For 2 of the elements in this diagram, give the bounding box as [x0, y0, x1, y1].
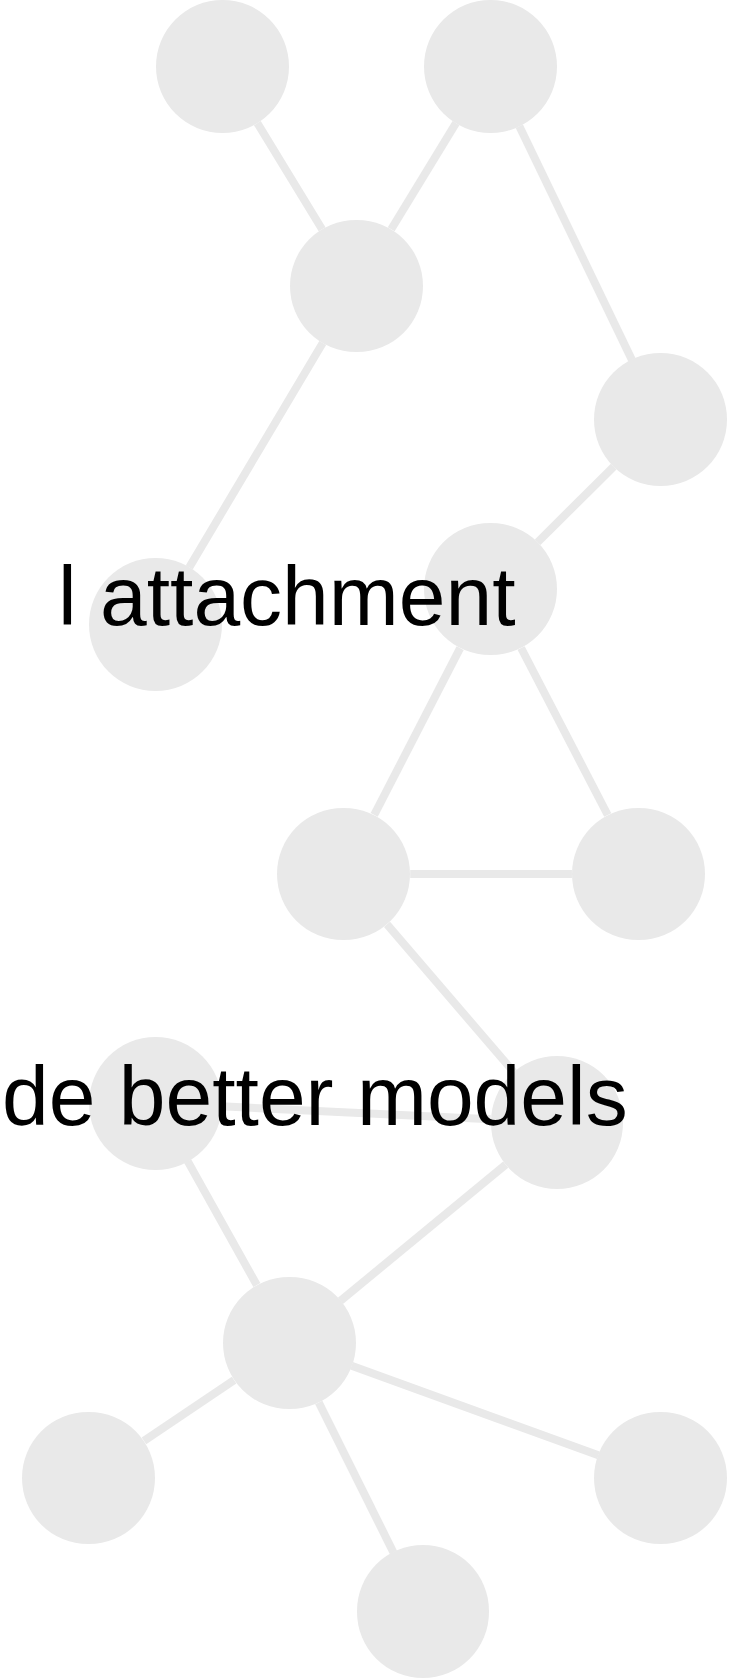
- text-fragment: de better models: [2, 1050, 628, 1143]
- text-fragment: l attachment: [58, 550, 516, 643]
